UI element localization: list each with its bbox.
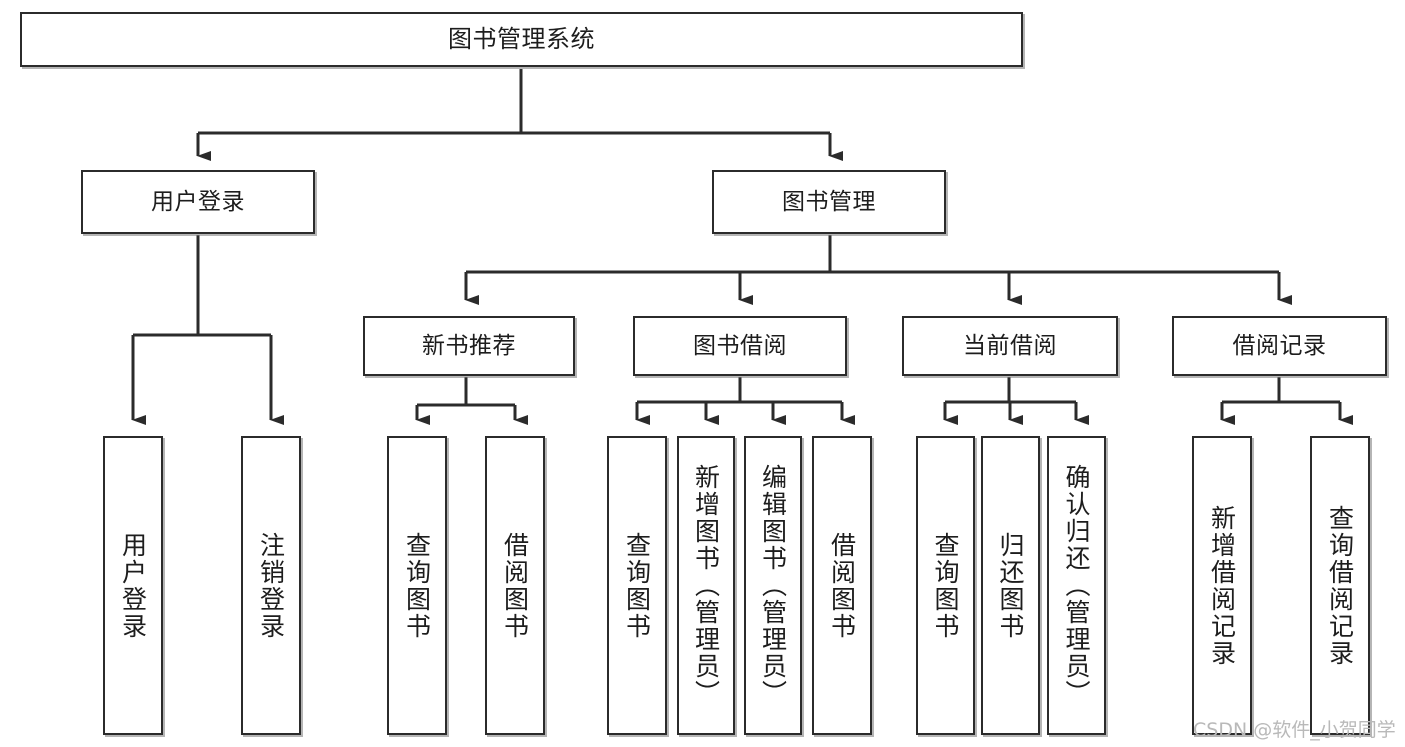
node-leaf-query-book-1[interactable]: 查询图书 (387, 436, 447, 735)
node-book-manage[interactable]: 图书管理 (712, 170, 946, 234)
node-leaf-query-book-2[interactable]: 查询图书 (607, 436, 667, 735)
node-leaf-add-book[interactable]: 新增图书（管理员） (677, 436, 735, 735)
node-label: 查询图书 (931, 531, 960, 640)
node-leaf-user-login[interactable]: 用户登录 (103, 436, 163, 735)
node-label: 注销登录 (256, 531, 286, 640)
node-borrow-record[interactable]: 借阅记录 (1172, 316, 1387, 376)
node-label: 用户登录 (118, 531, 148, 640)
node-leaf-return-book[interactable]: 归还图书 (981, 436, 1040, 735)
node-current-borrow[interactable]: 当前借阅 (902, 316, 1118, 376)
node-label: 图书管理系统 (448, 24, 595, 53)
node-user-login[interactable]: 用户登录 (81, 170, 315, 234)
node-leaf-add-borrow-record[interactable]: 新增借阅记录 (1192, 436, 1252, 735)
node-label: 查询图书 (622, 531, 652, 640)
node-leaf-edit-book[interactable]: 编辑图书（管理员） (744, 436, 802, 735)
watermark-text: CSDN @软件_小贺同学 (1193, 719, 1396, 741)
node-leaf-borrow-book-2[interactable]: 借阅图书 (812, 436, 872, 735)
node-new-book-recommend[interactable]: 新书推荐 (363, 316, 575, 376)
node-label: 确认归还（管理员） (1062, 464, 1091, 707)
node-book-borrow[interactable]: 图书借阅 (633, 316, 847, 376)
node-label: 编辑图书（管理员） (758, 464, 788, 707)
node-label: 查询图书 (402, 531, 432, 640)
node-label: 当前借阅 (963, 332, 1057, 359)
node-label: 新书推荐 (422, 332, 516, 359)
node-book-management-system[interactable]: 图书管理系统 (20, 12, 1023, 67)
node-label: 新增借阅记录 (1207, 504, 1237, 667)
node-leaf-borrow-book-1[interactable]: 借阅图书 (485, 436, 545, 735)
node-label: 归还图书 (996, 531, 1025, 640)
node-leaf-query-borrow-record[interactable]: 查询借阅记录 (1310, 436, 1370, 735)
node-label: 借阅图书 (500, 531, 530, 640)
node-leaf-query-book-3[interactable]: 查询图书 (916, 436, 975, 735)
node-leaf-confirm-return[interactable]: 确认归还（管理员） (1047, 436, 1106, 735)
node-leaf-logout-login[interactable]: 注销登录 (241, 436, 301, 735)
node-label: 借阅图书 (827, 531, 857, 640)
node-label: 用户登录 (151, 188, 245, 215)
node-label: 查询借阅记录 (1325, 504, 1355, 667)
node-label: 借阅记录 (1232, 332, 1327, 359)
node-label: 新增图书（管理员） (691, 464, 721, 707)
node-label: 图书管理 (782, 188, 876, 215)
node-label: 图书借阅 (693, 332, 787, 359)
